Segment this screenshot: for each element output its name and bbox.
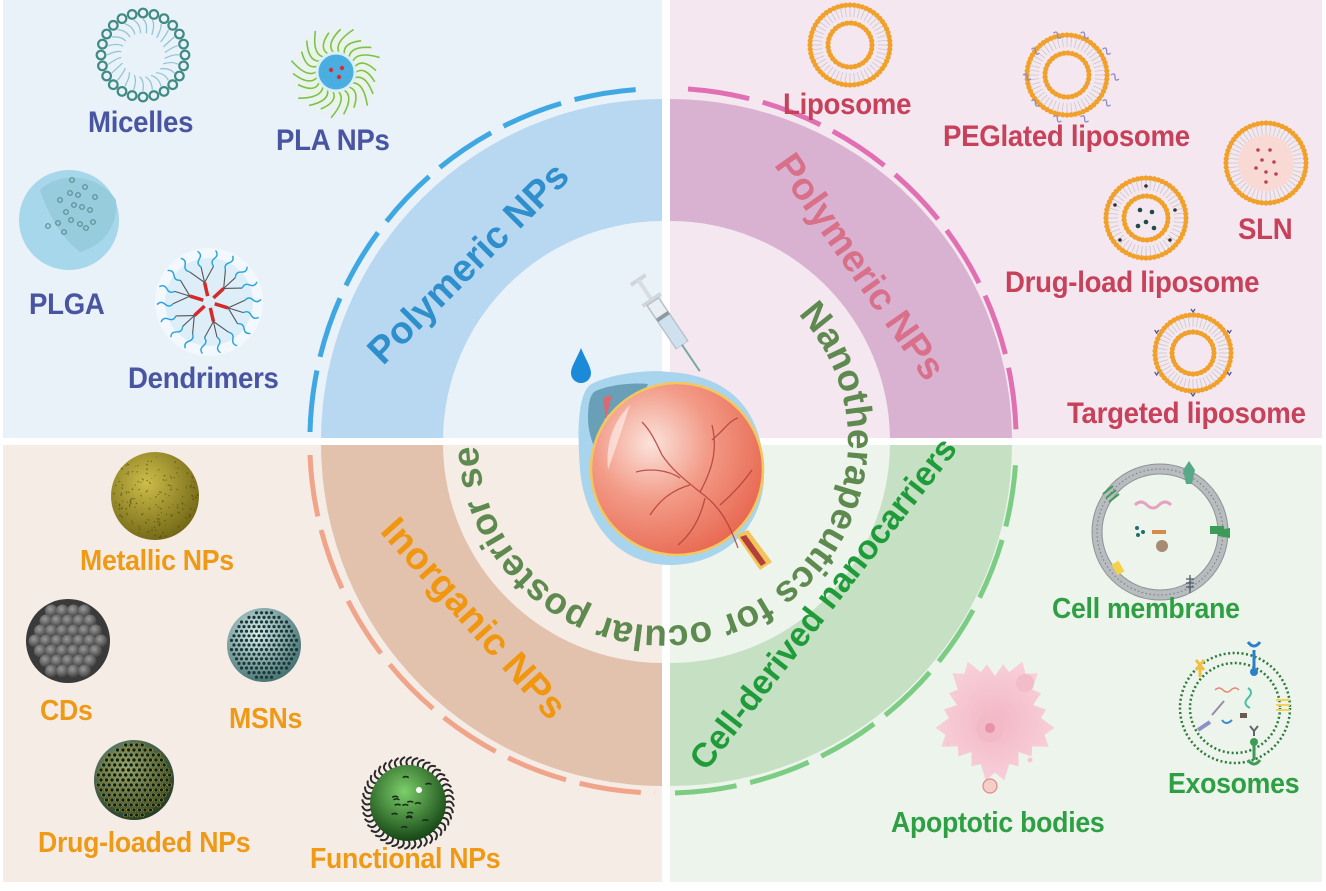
item-label-dendrimers: Dendrimers <box>128 362 279 396</box>
pla-nanoparticle-icon <box>290 26 382 118</box>
item-label-pla-nps: PLA NPs <box>276 124 390 158</box>
functional-nanoparticle-icon <box>362 757 454 849</box>
plga-sphere-icon <box>19 170 119 270</box>
item-label-drug-loaded-nps: Drug-loaded NPs <box>38 827 250 860</box>
item-label-micelles: Micelles <box>88 106 193 140</box>
item-label-targeted-liposome: Targeted liposome <box>1067 397 1306 431</box>
dendrimer-icon <box>155 248 263 356</box>
item-label-exosomes: Exosomes <box>1168 768 1299 801</box>
item-label-plga: PLGA <box>29 288 105 322</box>
item-label-apoptotic-bodies: Apoptotic bodies <box>891 807 1104 840</box>
carbon-dots-icon <box>26 599 110 683</box>
metallic-nanoparticle-icon <box>111 452 199 540</box>
drug-loaded-nanoparticle-icon <box>94 740 174 820</box>
mesoporous-silica-icon <box>227 608 301 682</box>
item-label-cell-membrane: Cell membrane <box>1052 593 1240 626</box>
item-label-cds: CDs <box>40 695 93 728</box>
item-label-functional-nps: Functional NPs <box>310 843 500 876</box>
item-label-pegylated-liposome: PEGlated liposome <box>943 120 1190 154</box>
item-label-msns: MSNs <box>229 703 302 736</box>
item-label-drug-load-liposome: Drug-load liposome <box>1005 266 1259 300</box>
item-label-liposome: Liposome <box>783 88 911 122</box>
item-label-metallic-nps: Metallic NPs <box>80 545 234 578</box>
item-label-sln: SLN <box>1238 213 1292 247</box>
